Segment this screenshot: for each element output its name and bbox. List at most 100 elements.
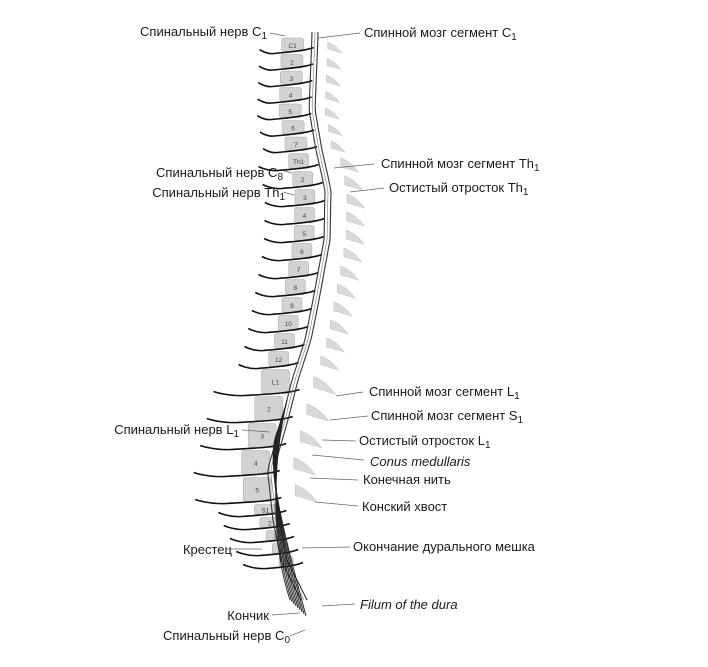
label-spinous-l1: Остистый отросток L1	[359, 433, 491, 451]
leader-line	[329, 415, 369, 421]
leader-line	[321, 603, 356, 607]
spinal-nerve	[263, 235, 325, 244]
vertebra-label: 2	[301, 177, 305, 184]
vertebra-label: 3	[273, 534, 277, 541]
vertebra-label: 3	[303, 195, 307, 202]
spinal-nerve	[258, 63, 314, 71]
label-nerve-c0: Спинальный нерв С0	[163, 628, 290, 646]
spinal-nerve	[257, 96, 312, 104]
spinous-process	[326, 74, 341, 87]
label-coccyx: Кончик	[227, 608, 269, 623]
spinal-nerve	[261, 253, 323, 262]
spinous-process	[320, 355, 340, 371]
spinous-process	[327, 124, 343, 137]
vertebra-label: 5	[302, 231, 306, 238]
leader-line	[335, 391, 364, 397]
vertebra-label: 2	[290, 59, 294, 66]
vertebra-label: 5	[288, 109, 292, 116]
spinous-process	[325, 91, 341, 104]
spinous-process	[340, 265, 360, 281]
spinal-nerve	[262, 145, 318, 154]
spinous-process	[337, 283, 356, 299]
vertebra-label: 12	[275, 357, 283, 364]
label-sacrum: Крестец	[182, 542, 232, 557]
label-nerve-c1: Спинальный нерв С1	[140, 24, 267, 42]
spinous-process	[324, 107, 340, 120]
label-segment-s1: Спинной мозг сегмент S1	[371, 408, 524, 426]
vertebra-label: 6	[291, 125, 295, 132]
label-segment-th1: Спинной мозг сегмент Th1	[381, 156, 540, 174]
label-segment-l1: Спинной мозг сегмент L1	[369, 384, 520, 402]
leader-line	[321, 439, 357, 442]
dura-outer-left	[267, 31, 326, 601]
vertebra-label: Th1	[293, 159, 305, 166]
spinous-process	[299, 430, 323, 449]
spinal-nerve	[206, 415, 294, 424]
spinal-nerve	[262, 181, 323, 190]
spinal-nerve	[258, 163, 319, 172]
spinous-process	[330, 140, 346, 153]
label-filum-dura: Filum of the dura	[360, 597, 458, 612]
spinal-nerve	[254, 289, 316, 298]
label-spinous-th1: Остистый отросток Th1	[389, 180, 529, 198]
leader-line	[269, 32, 286, 37]
vertebra-label: 10	[285, 321, 293, 328]
label-dural-end: Окончание дурального мешка	[353, 539, 535, 554]
spinous-process	[306, 403, 330, 422]
leader-lines	[226, 32, 385, 637]
spinal-nerve	[194, 496, 282, 505]
vertebra-label: 7	[297, 267, 301, 274]
spinous-process	[346, 193, 366, 209]
label-nerve-l1: Спинальный нерв L1	[114, 422, 239, 440]
label-nerve-th1: Спинальный нерв Th1	[152, 185, 285, 203]
spinous-process	[326, 337, 346, 353]
vertebra-label: 5	[255, 488, 259, 495]
leader-line	[271, 612, 301, 616]
spinal-nerve	[259, 129, 315, 137]
spinal-nerve	[193, 469, 280, 478]
leader-line	[309, 477, 359, 481]
label-conus: Conus medullaris	[370, 454, 471, 469]
leader-line	[314, 501, 359, 507]
vertebra-label: 11	[281, 339, 288, 346]
spinal-nerve	[242, 561, 304, 570]
leader-line	[349, 187, 385, 193]
leader-line	[301, 546, 351, 549]
spinal-cord-center	[270, 31, 329, 601]
label-filum-terminale: Конечная нить	[363, 472, 451, 487]
spinal-nerve	[264, 217, 325, 226]
vertebra-label: 9	[290, 303, 294, 310]
leader-line	[283, 170, 293, 174]
spinous-process	[294, 484, 318, 503]
spinal-nerve	[213, 388, 300, 397]
spinal-nerve	[257, 79, 313, 88]
leader-line	[317, 32, 361, 39]
spinal-nerve	[256, 112, 312, 121]
spinal-nerve	[259, 46, 314, 55]
spinous-processes	[293, 41, 366, 503]
label-segment-c1: Спинной мозг сегмент С1	[364, 25, 517, 43]
cauda-equina-fibers	[272, 399, 307, 617]
label-cauda-equina: Конский хвост	[362, 499, 448, 514]
cauda-fiber	[272, 431, 307, 617]
label-nerve-c8: Спинальный нерв С8	[156, 165, 283, 183]
spinal-nerve	[251, 307, 313, 316]
vertebra-label: 3	[289, 76, 293, 83]
spinous-process	[346, 211, 366, 227]
spinous-process	[344, 175, 364, 191]
leader-line	[241, 429, 271, 433]
vertebra-label: 3	[260, 434, 264, 441]
leader-line	[289, 629, 306, 637]
spinous-process	[313, 376, 337, 395]
leader-line	[311, 454, 365, 461]
vertebra-label: 2	[267, 407, 271, 414]
vertebra-label: 2	[268, 521, 272, 528]
spinous-process	[326, 58, 342, 71]
spinal-nerve	[247, 325, 309, 334]
spinal-nerve	[264, 199, 326, 208]
spinous-process	[293, 457, 317, 476]
spinous-process	[327, 41, 343, 54]
vertebra-label: 4	[289, 92, 293, 99]
